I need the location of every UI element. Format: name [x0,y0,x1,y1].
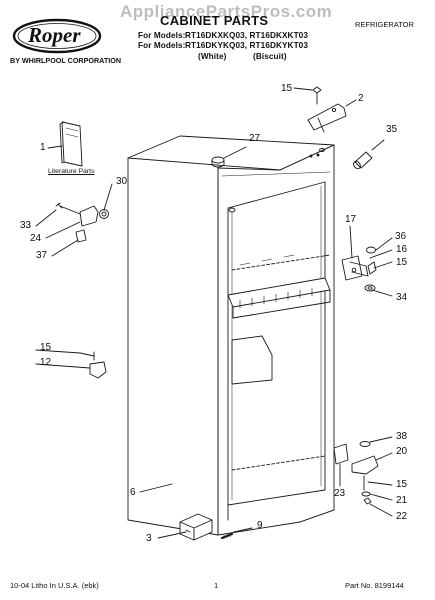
watermark: AppliancePartsPros.com [120,2,333,21]
footer-part-number: Part No. 8199144 [345,581,404,590]
model-line-1-models: RT16DKXKQ03, RT16DKXKT03 [185,31,308,40]
callout-12: 12 [40,357,52,368]
color-white: (White) [198,52,227,61]
callout-34: 34 [396,292,408,303]
callout-6: 6 [130,487,136,498]
page-title: CABINET PARTS [160,13,269,28]
model-line-1-prefix: For Models: [138,31,186,40]
color-biscuit: (Biscuit) [253,52,287,61]
callout-15-bottom: 15 [396,479,408,490]
screw-15-top-icon [312,86,322,105]
callout-9: 9 [257,520,263,531]
logo-text: Roper [28,23,81,47]
callout-15-left: 15 [40,342,52,353]
callout-33: 33 [20,220,32,231]
callout-15-mid: 15 [396,257,408,268]
center-hinge-icon [341,246,377,292]
hinge-pin-12-icon [79,351,107,379]
callout-27: 27 [249,133,261,144]
logo-oval-icon [12,18,102,54]
callout-22: 22 [396,511,408,522]
callout-21: 21 [396,495,408,506]
roper-logo: Roper [12,18,102,54]
plug-27-icon [211,156,225,168]
callout-23: 23 [334,488,346,499]
footer-page-number: 1 [214,581,219,590]
bottom-hinge-icon [333,441,379,505]
callout-17: 17 [345,214,357,225]
callout-1: 1 [40,142,46,153]
callout-2: 2 [358,93,364,104]
callout-15-top: 15 [281,83,293,94]
literature-booklet-icon [59,121,83,167]
callout-20: 20 [396,446,408,457]
callout-3: 3 [146,533,152,544]
footer-litho: 10-04 Litho In U.S.A. (ebk) [10,581,99,590]
callout-38: 38 [396,431,408,442]
model-line-2-models: RT16DKYKQ03, RT16DKYKT03 [185,41,308,50]
screw-9-icon [220,532,234,540]
door-stop-assembly-icon [55,202,109,243]
literature-label: Literature Parts [48,168,95,175]
brand-byline: BY WHIRLPOOL CORPORATION [10,56,122,65]
category-label: REFRIGERATOR [355,20,414,29]
callout-36: 36 [395,231,407,242]
callout-35: 35 [386,124,398,135]
leveling-leg-3-icon [179,513,213,541]
callout-24: 24 [30,233,42,244]
callout-16: 16 [396,244,408,255]
top-hinge-2-icon [307,103,347,133]
model-line-2-prefix: For Models: [138,41,186,50]
callout-30: 30 [116,176,128,187]
cap-35-icon [353,151,373,170]
refrigerator-cabinet [127,135,335,536]
callout-37: 37 [36,250,48,261]
